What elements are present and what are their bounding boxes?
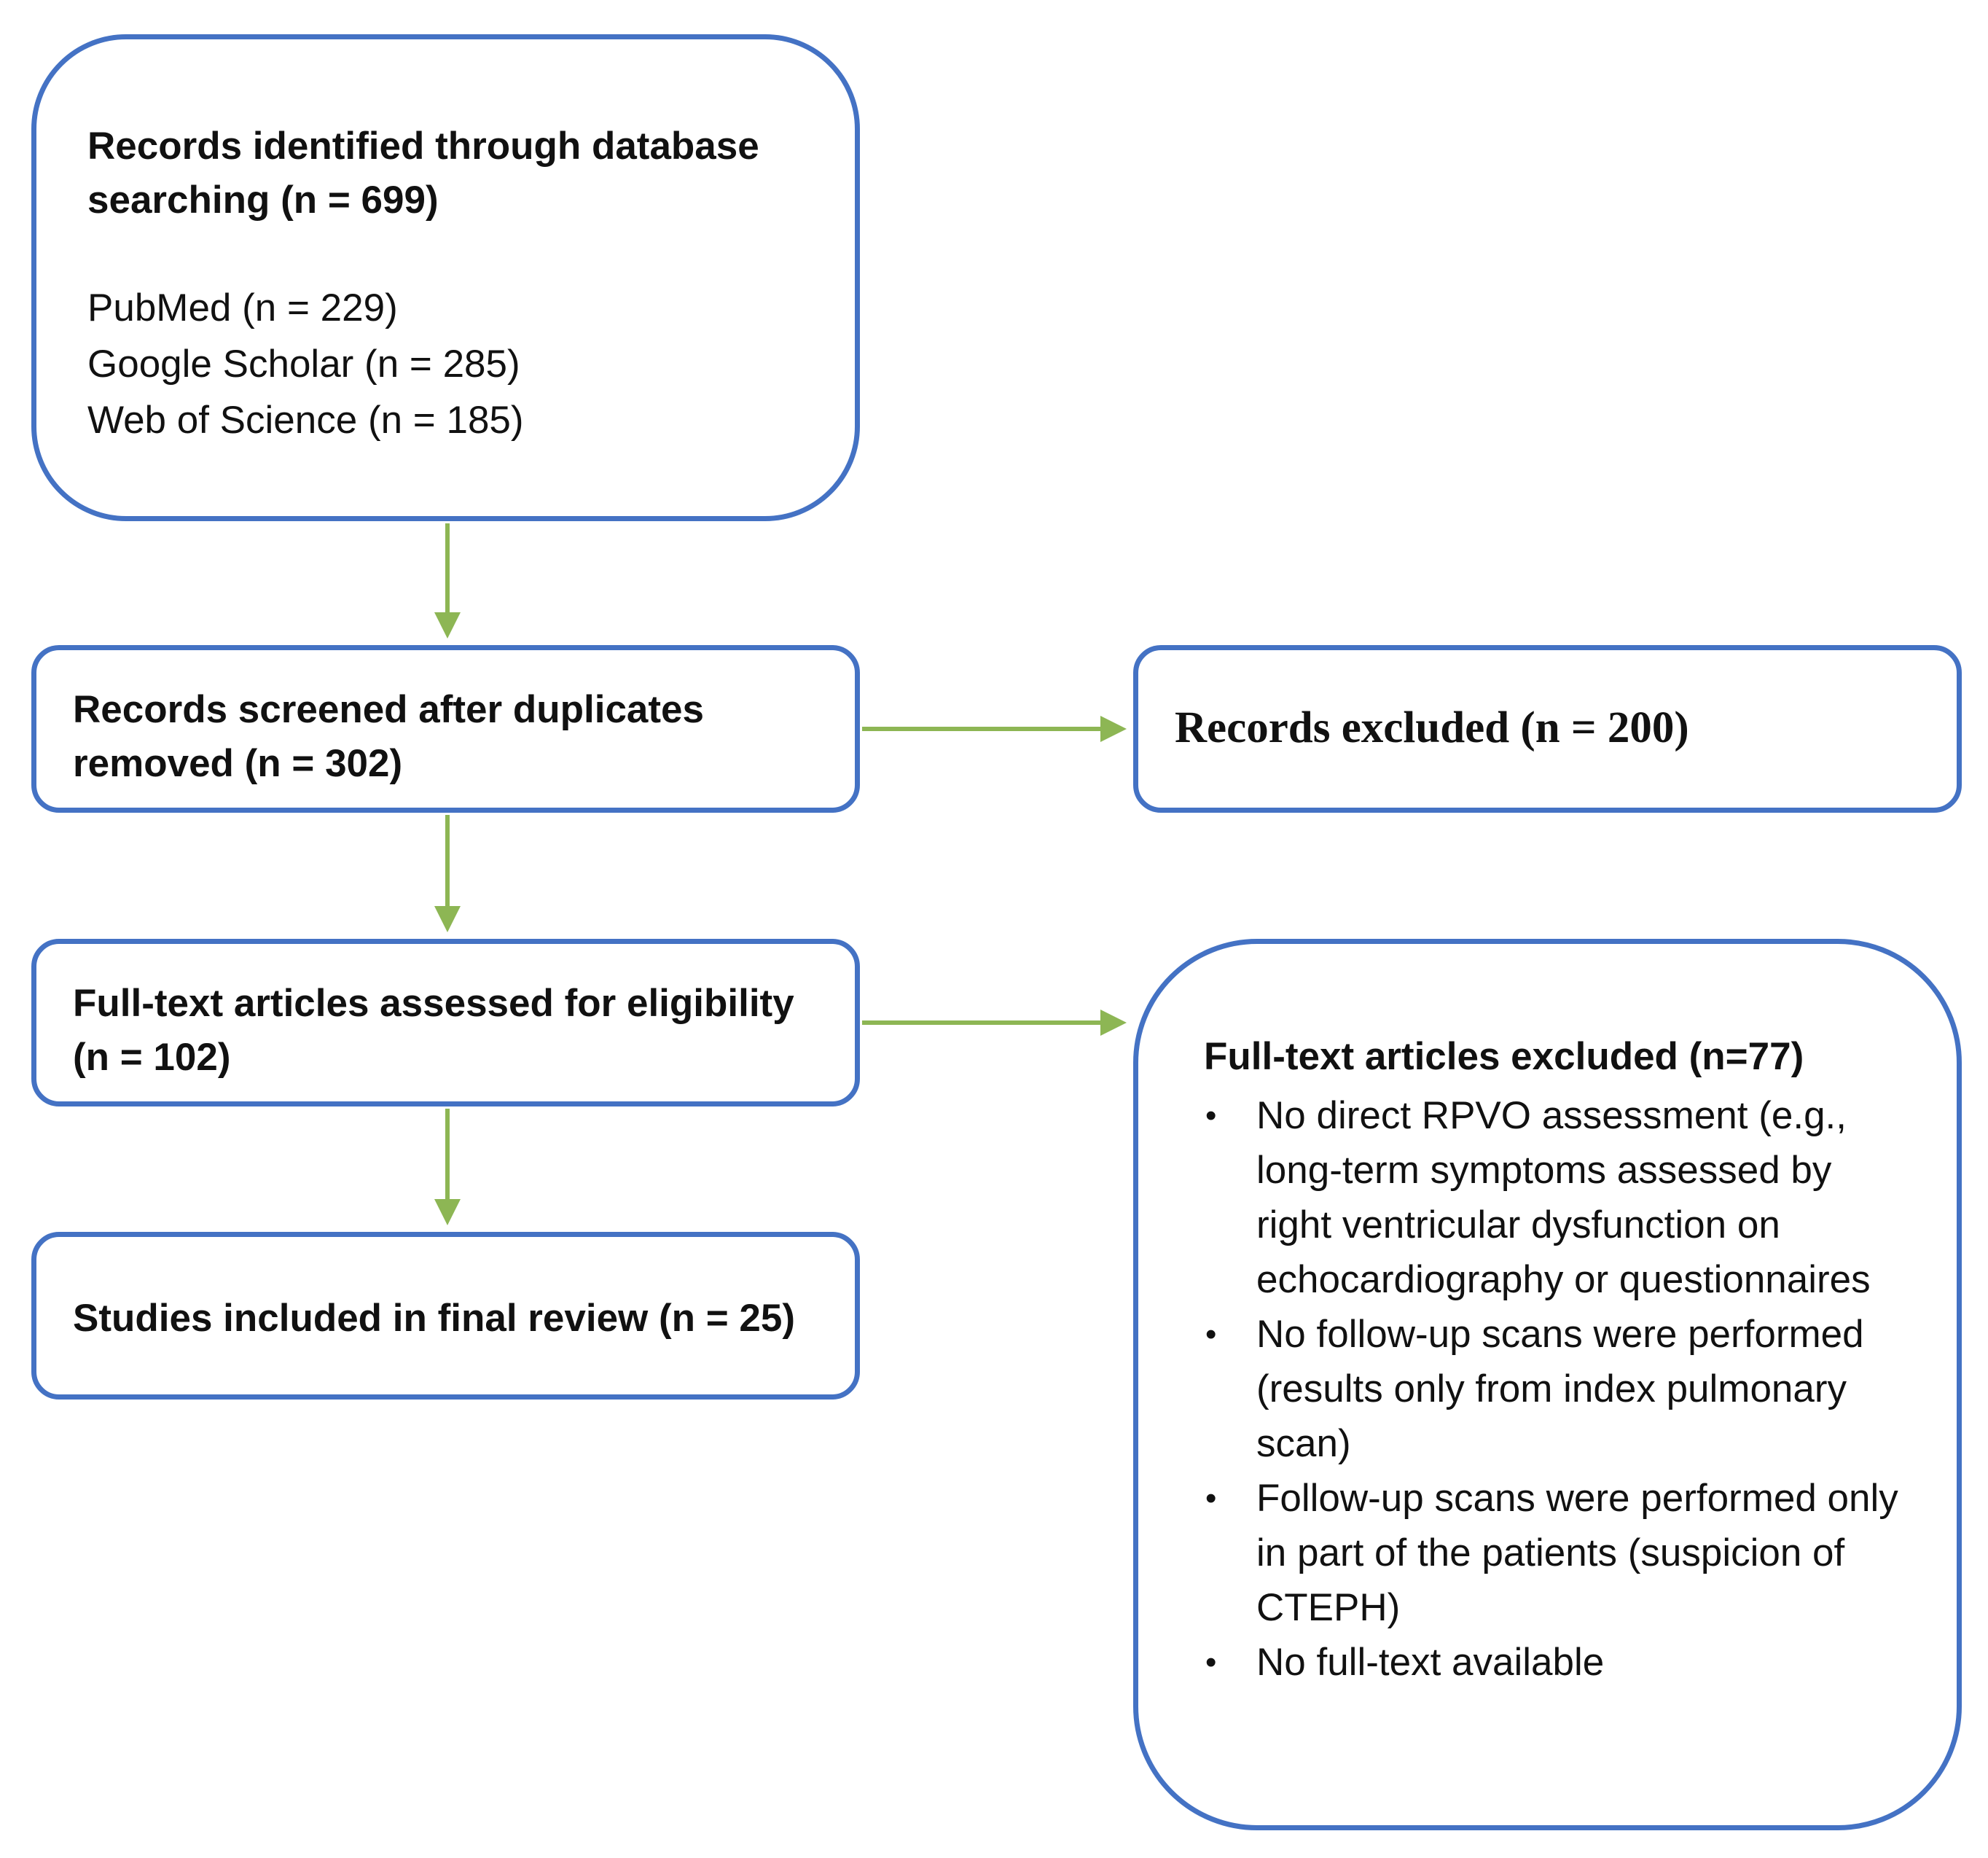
records-identified-box: Records identified through database sear…	[31, 34, 860, 521]
identified-title-line2: searching (n = 699)	[87, 179, 439, 222]
bullet-icon: •	[1205, 1480, 1217, 1516]
exclusion-reason-text: No direct RPVO assessment (e.g., long-te…	[1256, 1094, 1871, 1301]
database-source-list: PubMed (n = 229) Google Scholar (n = 285…	[87, 280, 811, 448]
screened-line2: removed (n = 302)	[73, 742, 403, 785]
fulltext-excluded-title: Full-text articles excluded (n=77)	[1204, 1035, 1804, 1078]
studies-included-text: Studies included in final review (n = 25…	[73, 1297, 796, 1340]
records-screened-box: Records screened after duplicates remove…	[31, 645, 860, 813]
bullet-icon: •	[1205, 1098, 1217, 1133]
exclusion-reason-item: • No direct RPVO assessment (e.g., long-…	[1204, 1088, 1913, 1307]
fulltext-assessed-line1: Full-text articles assessed for eligibil…	[73, 982, 794, 1025]
exclusion-reason-text: No full-text available	[1256, 1641, 1605, 1684]
fulltext-assessed-box: Full-text articles assessed for eligibil…	[31, 939, 860, 1106]
source-web-of-science: Web of Science (n = 185)	[87, 399, 524, 442]
exclusion-reason-text: No follow-up scans were performed (resul…	[1256, 1313, 1864, 1465]
records-excluded-box: Records excluded (n = 200)	[1133, 645, 1962, 813]
bullet-icon: •	[1205, 1316, 1217, 1352]
source-pubmed: PubMed (n = 229)	[87, 286, 398, 329]
exclusion-reason-list: • No direct RPVO assessment (e.g., long-…	[1204, 1088, 1913, 1690]
exclusion-reason-item: • No full-text available	[1204, 1635, 1913, 1690]
identified-title-line1: Records identified through database	[87, 125, 759, 168]
source-google-scholar: Google Scholar (n = 285)	[87, 343, 520, 386]
studies-included-box: Studies included in final review (n = 25…	[31, 1232, 860, 1400]
fulltext-assessed-line2: (n = 102)	[73, 1036, 231, 1079]
exclusion-reason-text: Follow-up scans were performed only in p…	[1256, 1477, 1898, 1629]
fulltext-excluded-box: Full-text articles excluded (n=77) • No …	[1133, 939, 1962, 1830]
bullet-icon: •	[1205, 1644, 1217, 1680]
exclusion-reason-item: • Follow-up scans were performed only in…	[1204, 1471, 1913, 1635]
screened-line1: Records screened after duplicates	[73, 688, 705, 731]
records-excluded-text: Records excluded (n = 200)	[1175, 703, 1689, 752]
exclusion-reason-item: • No follow-up scans were performed (res…	[1204, 1307, 1913, 1471]
